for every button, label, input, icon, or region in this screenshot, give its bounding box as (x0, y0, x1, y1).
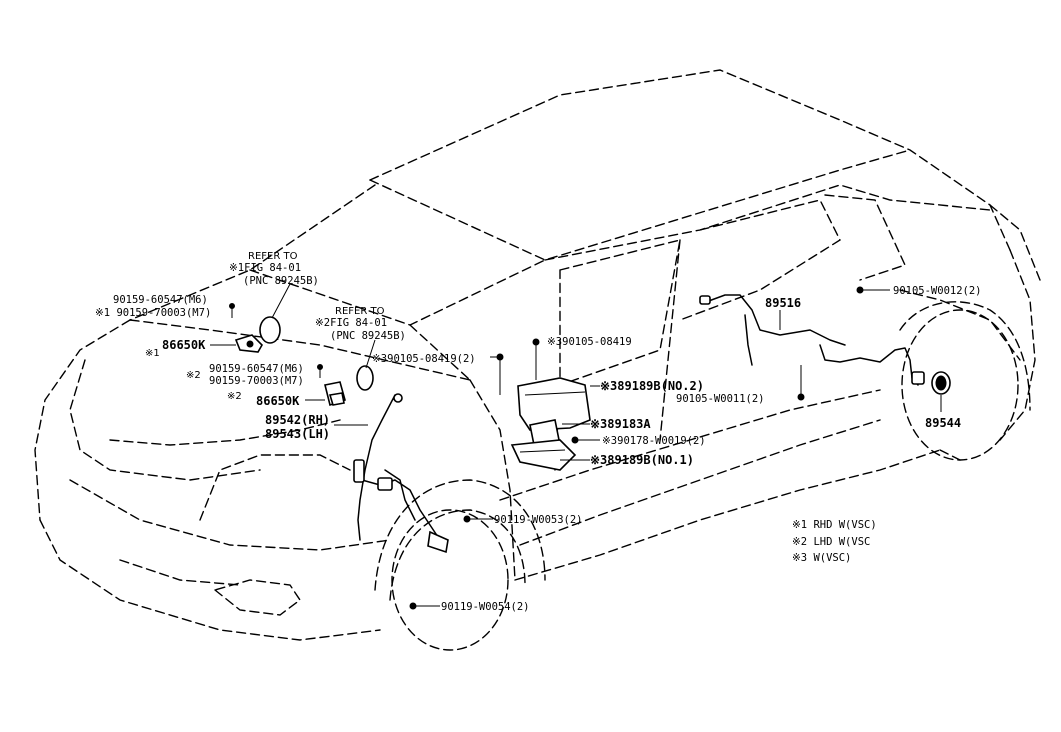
bolt-m7-a-label: ※1 90159-70003(M7) (95, 307, 211, 319)
refer2-fig: ※2FIG 84-01 (315, 317, 387, 329)
bolt-08419-b-label: ※390105-08419 (547, 336, 632, 348)
sensor-86650k-b-label: 86650K (256, 394, 300, 408)
part-89542-label: 89542(RH) (265, 413, 330, 427)
rear-speed-sensor-harness (699, 294, 925, 386)
bracket-no2-label: ※389189B(NO.2) (600, 379, 704, 393)
notes-legend: ※1 RHD W(VSC) ※2 LHD W(VSC ※3 W(VSC) (792, 519, 877, 564)
bolt-w0011-label: 90105-W0011(2) (676, 393, 765, 405)
part-labels: REFER TO ※1FIG 84-01 (PNC 89245B) REFER … (95, 251, 982, 613)
part-89516-label: 89516 (765, 296, 801, 310)
sensor-86650k-upper (234, 316, 281, 353)
sensor-86650k-lower (324, 365, 374, 407)
part-89543-label: 89543(LH) (265, 427, 330, 441)
refer1-fig: ※1FIG 84-01 (229, 262, 301, 274)
bolt-08419-a-label: ※390105-08419(2) (372, 353, 476, 365)
note-1: ※1 RHD W(VSC) (792, 519, 877, 531)
bolt-w0053-label: 90119-W0053(2) (494, 514, 583, 526)
sensor-86650k-a-label: 86650K (162, 338, 206, 352)
nut-w0019-label: ※390178-W0019(2) (602, 435, 706, 447)
bracket-no1-label: ※389189B(NO.1) (590, 453, 694, 467)
note-2: ※2 LHD W(VSC (792, 536, 870, 548)
bolt-w0054-label: 90119-W0054(2) (441, 601, 530, 613)
refer2-pnc: (PNC 89245B) (330, 330, 406, 342)
refer1-title: REFER TO (248, 251, 298, 262)
rear-hub-sensor-89544 (931, 371, 951, 395)
part-89544-label: 89544 (925, 416, 961, 430)
sensor-89183a-label: ※389183A (590, 417, 651, 431)
bolt-m6-b-label: 90159-60547(M6) (209, 363, 304, 375)
refer1-pnc: (PNC 89245B) (243, 275, 319, 287)
note-mark-2b: ※2 (227, 391, 242, 402)
refer2-title: REFER TO (335, 306, 385, 317)
bolt-m7-b-label: 90159-70003(M7) (209, 375, 304, 387)
car-outline (34, 69, 1041, 651)
note-3: ※3 W(VSC) (792, 552, 851, 564)
front-speed-sensor-harness (353, 393, 449, 554)
bolt-w0012-label: 90105-W0012(2) (893, 285, 982, 297)
note-mark-1: ※1 (145, 348, 160, 359)
bolt-m6-a-label: 90159-60547(M6) (113, 294, 208, 306)
leader-lines (210, 283, 942, 607)
note-mark-2a: ※2 (186, 370, 201, 381)
